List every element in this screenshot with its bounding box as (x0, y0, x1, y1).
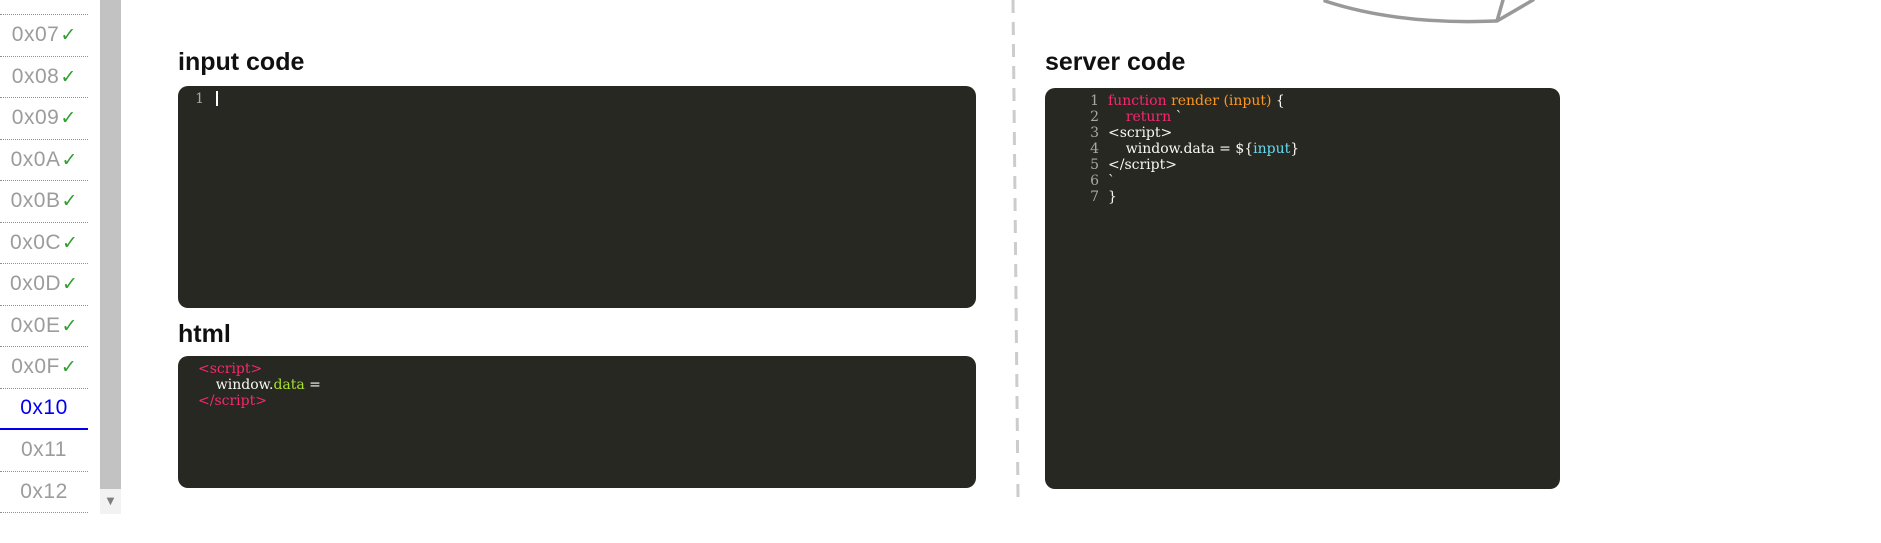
check-icon: ✓ (61, 148, 78, 171)
sidebar-item-0x08[interactable]: 0x08✓ (0, 57, 88, 98)
level-label: 0x10 (20, 396, 68, 420)
level-list: 0x06✓0x07✓0x08✓0x09✓0x0A✓0x0B✓0x0C✓0x0D✓… (0, 0, 88, 513)
line-number: 3 (1090, 125, 1099, 141)
logo-sketch-lines (1495, 0, 1535, 23)
code-token: render (1171, 93, 1219, 109)
check-icon: ✓ (62, 231, 78, 254)
code-token: = (304, 377, 321, 393)
html-output: <script> window.data =</script> (178, 356, 976, 488)
code-line: 5 </script> (1059, 157, 1560, 173)
code-line: 2 return ` (1059, 109, 1560, 125)
level-label: 0x11 (21, 438, 67, 462)
input-code-editor[interactable]: 1 (178, 86, 976, 308)
line-number: 4 (1090, 141, 1099, 157)
code-token: } (1290, 141, 1300, 157)
code-token: input (1253, 141, 1291, 157)
check-icon: ✓ (60, 24, 77, 47)
level-label: 0x0F (11, 355, 60, 379)
code-line: 1 (192, 91, 976, 107)
sidebar-scrollbar[interactable]: ▼ (100, 0, 121, 514)
level-label: 0x07 (11, 23, 60, 47)
code-token: data (273, 377, 305, 393)
level-label: 0x0B (10, 189, 61, 213)
level-label: 0x12 (20, 479, 68, 503)
sidebar-item-0x09[interactable]: 0x09✓ (0, 98, 88, 140)
line-number: 6 (1090, 173, 1099, 189)
code-token: (input) (1223, 93, 1272, 109)
sidebar-item-0x0f[interactable]: 0x0F✓ (0, 347, 88, 389)
text-cursor (216, 91, 218, 106)
input-code-title: input code (178, 48, 305, 76)
check-icon: ✓ (60, 356, 77, 379)
dashed-divider (1011, 0, 1020, 498)
line-number: 1 (1090, 93, 1099, 109)
code-line: window.data = (198, 377, 976, 393)
line-number: 7 (1090, 189, 1099, 205)
check-icon: ✓ (62, 273, 78, 296)
check-icon: ✓ (60, 107, 77, 130)
sidebar-item-0x0a[interactable]: 0x0A✓ (0, 140, 88, 181)
level-label: 0x09 (11, 106, 60, 130)
code-token: ` (1108, 173, 1115, 189)
code-line: <script> (198, 361, 976, 377)
code-line: 6` (1059, 173, 1560, 189)
level-label: 0x08 (11, 64, 60, 88)
arrow-down-icon: ▼ (106, 496, 115, 507)
check-icon: ✓ (60, 65, 77, 88)
line-number: 2 (1090, 109, 1099, 125)
code-token: <script> (198, 361, 263, 377)
sidebar-item-0x0b[interactable]: 0x0B✓ (0, 181, 88, 223)
sidebar-item-0x06[interactable]: 0x06✓ (0, 0, 88, 15)
sidebar-item-0x07[interactable]: 0x07✓ (0, 15, 88, 57)
code-token: window.data = ${ (1108, 141, 1254, 157)
sidebar-item-0x0d[interactable]: 0x0D✓ (0, 264, 88, 306)
sidebar-item-0x0c[interactable]: 0x0C✓ (0, 223, 88, 264)
check-icon: ✓ (61, 314, 78, 337)
sidebar-item-0x12[interactable]: 0x12 (0, 472, 88, 513)
code-line: </script> (198, 393, 976, 409)
code-token: } (1108, 189, 1117, 205)
logo-sketch-curve (1323, 0, 1498, 24)
line-number: 1 (195, 91, 204, 107)
level-sidebar: 0x06✓0x07✓0x08✓0x09✓0x0A✓0x0B✓0x0C✓0x0D✓… (0, 0, 122, 516)
check-icon: ✓ (60, 0, 76, 5)
code-line: 3 <script> (1059, 125, 1560, 141)
server-code-title: server code (1045, 48, 1186, 76)
code-token: window. (198, 377, 274, 393)
code-token: </script> (198, 393, 267, 409)
level-label: 0x06 (12, 0, 60, 6)
code-line: 7} (1059, 189, 1560, 205)
level-label: 0x0A (10, 147, 61, 171)
sidebar-item-0x10[interactable]: 0x10 (0, 389, 88, 430)
level-label: 0x0D (10, 272, 62, 296)
code-token: function (1108, 93, 1167, 109)
code-line: 4 window.data = ${input} (1059, 141, 1560, 157)
code-line: 1 function render (input) { (1059, 93, 1560, 109)
line-number: 5 (1090, 157, 1099, 173)
code-token (1108, 109, 1126, 125)
scrollbar-thumb[interactable] (100, 0, 121, 489)
level-label: 0x0C (10, 230, 62, 254)
sidebar-item-0x0e[interactable]: 0x0E✓ (0, 306, 88, 347)
code-token: { (1271, 93, 1285, 109)
code-token: </script> (1108, 157, 1177, 173)
sidebar-item-0x11[interactable]: 0x11 (0, 430, 88, 472)
check-icon: ✓ (61, 190, 78, 213)
code-token: ` (1171, 109, 1183, 125)
scrollbar-down-button[interactable]: ▼ (100, 489, 121, 514)
code-token: <script> (1108, 125, 1173, 141)
code-token: return (1125, 109, 1172, 125)
level-label: 0x0E (10, 313, 61, 337)
html-title: html (178, 320, 231, 348)
